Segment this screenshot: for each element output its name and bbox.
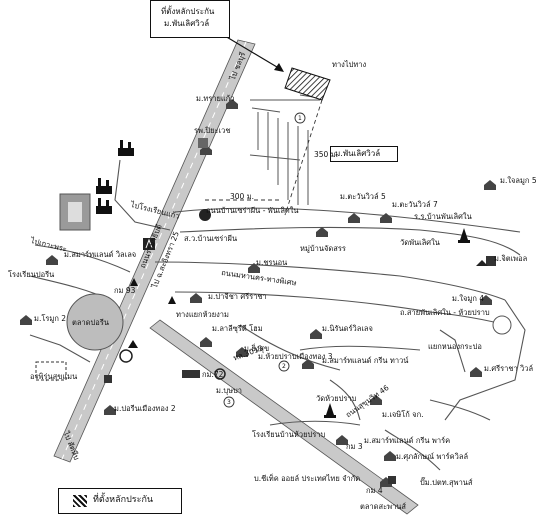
label-soi-baan: ร.ร.บ้านพันเลิศใน — [414, 212, 472, 221]
label-m-smart-green: ม.สมาร์ทแลนด์ กรีน ทาวน์ — [322, 356, 409, 365]
label-m-yingsuk: ม.ยิ่งสุข — [244, 344, 270, 353]
label-m-lr4: ม.ใจมูก 4 — [452, 294, 485, 303]
label-m-sukkasem: ม.ศุภลักษณ์ พาร์ควิลล์ — [396, 452, 469, 461]
number-markers — [223, 112, 306, 408]
collateral-parcel — [284, 67, 331, 101]
dashed-area — [35, 361, 67, 381]
label-dist-300: 300 ม. — [230, 192, 255, 201]
label-phu-pha: หมู่บ้านจัดสรร — [300, 244, 346, 253]
label-m-huay-muang3: ม.ห้วยปราบเมืองทอง 3 — [258, 352, 333, 361]
label-school-huay: โรงเรียนบ้านห้วยปราบ — [252, 430, 326, 439]
label-m-tawanvill5: ม.ตะวันวิวล์ 5 — [340, 192, 386, 201]
label-road-bangna: ถนนบ้านเซร่าผีน - พันเลิศใน — [206, 206, 299, 215]
label-m-lasdee: ม.ลาลีซุรีดี โฮม — [212, 324, 263, 333]
label-km3: กม 3 — [346, 442, 363, 451]
label-m-pornmuang2: ม.ปอรีนเมืองทอง 2 — [114, 404, 176, 413]
temple-icons — [128, 228, 470, 418]
label-wat-panlert: วัดพันเลิศใน — [400, 238, 440, 247]
factory-icons — [96, 140, 134, 214]
distance-lines — [205, 99, 323, 216]
label-dist-350: 350 ม. — [314, 150, 339, 159]
title-line-2: ม.พันเลิศวิวล์ — [164, 19, 210, 28]
road-3013 — [149, 319, 419, 515]
minor-roads — [29, 159, 526, 471]
label-m-nirun: ม.นิรันดร์วิลเลจ — [322, 324, 373, 333]
label-km4: กม 4 — [366, 486, 383, 495]
label-pump: ปั๊ม.ปตท.สุพานส์ — [420, 478, 473, 487]
label-huay: ทางแยกห้วยงาม — [176, 310, 229, 319]
label-m-baanchon: ม.ชรนอน — [256, 258, 288, 267]
house-icons — [20, 99, 496, 487]
label-m-boonsub: ม.บุษบา — [216, 386, 243, 395]
title-box: ที่ตั้งหลักประกัน ม.พันเลิศวิวล์ — [150, 0, 230, 38]
legend-hatch-icon — [73, 495, 87, 507]
label-km93: กม 93 — [114, 286, 136, 295]
label-m-jet: ม.เจษิโก้ จก. — [382, 410, 424, 419]
label-talad-bottom: ตลาดสะพานส์ — [360, 502, 407, 511]
label-ori-pornsuk: อรพิรุ่นสุขแมน — [30, 372, 78, 381]
label-m-smart-park: ม.สมาร์ทแลนด์ กรีน พาร์ค — [364, 436, 451, 445]
pointer-arrow — [224, 35, 284, 72]
legend-box: ที่ตั้งหลักประกัน — [58, 488, 182, 514]
label-sor-baan: ส.ว.บ้านเซร่าผีน — [184, 234, 238, 243]
label-m-oroom2: ม.โรมูก 2 — [34, 314, 67, 323]
soi-lines — [249, 94, 321, 205]
label-km72: กม.72 — [202, 370, 224, 379]
label-m-thanaikaew: ม.ทรายแก้ว — [196, 94, 235, 103]
label-m-tawanvill7: ม.ตะวันวิวล์ 7 — [392, 200, 438, 209]
junction-circle — [66, 293, 512, 351]
label-m-parichat: ม.ปาจีชา ศรีราชา — [208, 292, 267, 301]
target-label-box: ม.พันเลิศวิวล์ — [330, 146, 398, 162]
logo-icons — [59, 138, 496, 484]
label-m-lert: ม.ใจลมูก 5 — [500, 176, 537, 185]
marker-3: 3 — [227, 399, 231, 406]
label-wat-huay: วัดห้วยปราบ — [316, 394, 357, 403]
marker-2: 2 — [282, 363, 286, 370]
km-marker — [130, 278, 176, 304]
marker-1: 1 — [298, 115, 302, 122]
label-talad: ตลาดปอรีน — [72, 318, 109, 327]
label-school-left: โรงเรียนปอรีน — [8, 270, 55, 279]
legend-label: ที่ตั้งหลักประกัน — [93, 495, 154, 505]
label-m-smart-wil: ม.สมาร์ทแลนด์ วิลเลจ — [64, 250, 137, 259]
label-thang-sai: ทางไปทาง — [332, 60, 367, 69]
label-kaeng: แยกหนองกระปอ — [428, 342, 482, 351]
label-m-sriracha: ม.ศรีราชา วิวล์ — [484, 364, 534, 373]
label-rp-piyavate: รพ.ปิยะเวช — [194, 126, 231, 135]
label-road-right: ถ.สายพันเลิศใน - ห้วยปราบ — [400, 308, 490, 317]
label-bsy: บ.ชีเท็ค ออยล์ ประเทศไทย จำกัด — [254, 474, 361, 483]
target-label: ม.พันเลิศวิวล์ — [335, 149, 381, 158]
title-line-1: ที่ตั้งหลักประกัน — [161, 7, 215, 16]
label-m-jitpol: ม.จิตเพอล — [494, 254, 528, 263]
